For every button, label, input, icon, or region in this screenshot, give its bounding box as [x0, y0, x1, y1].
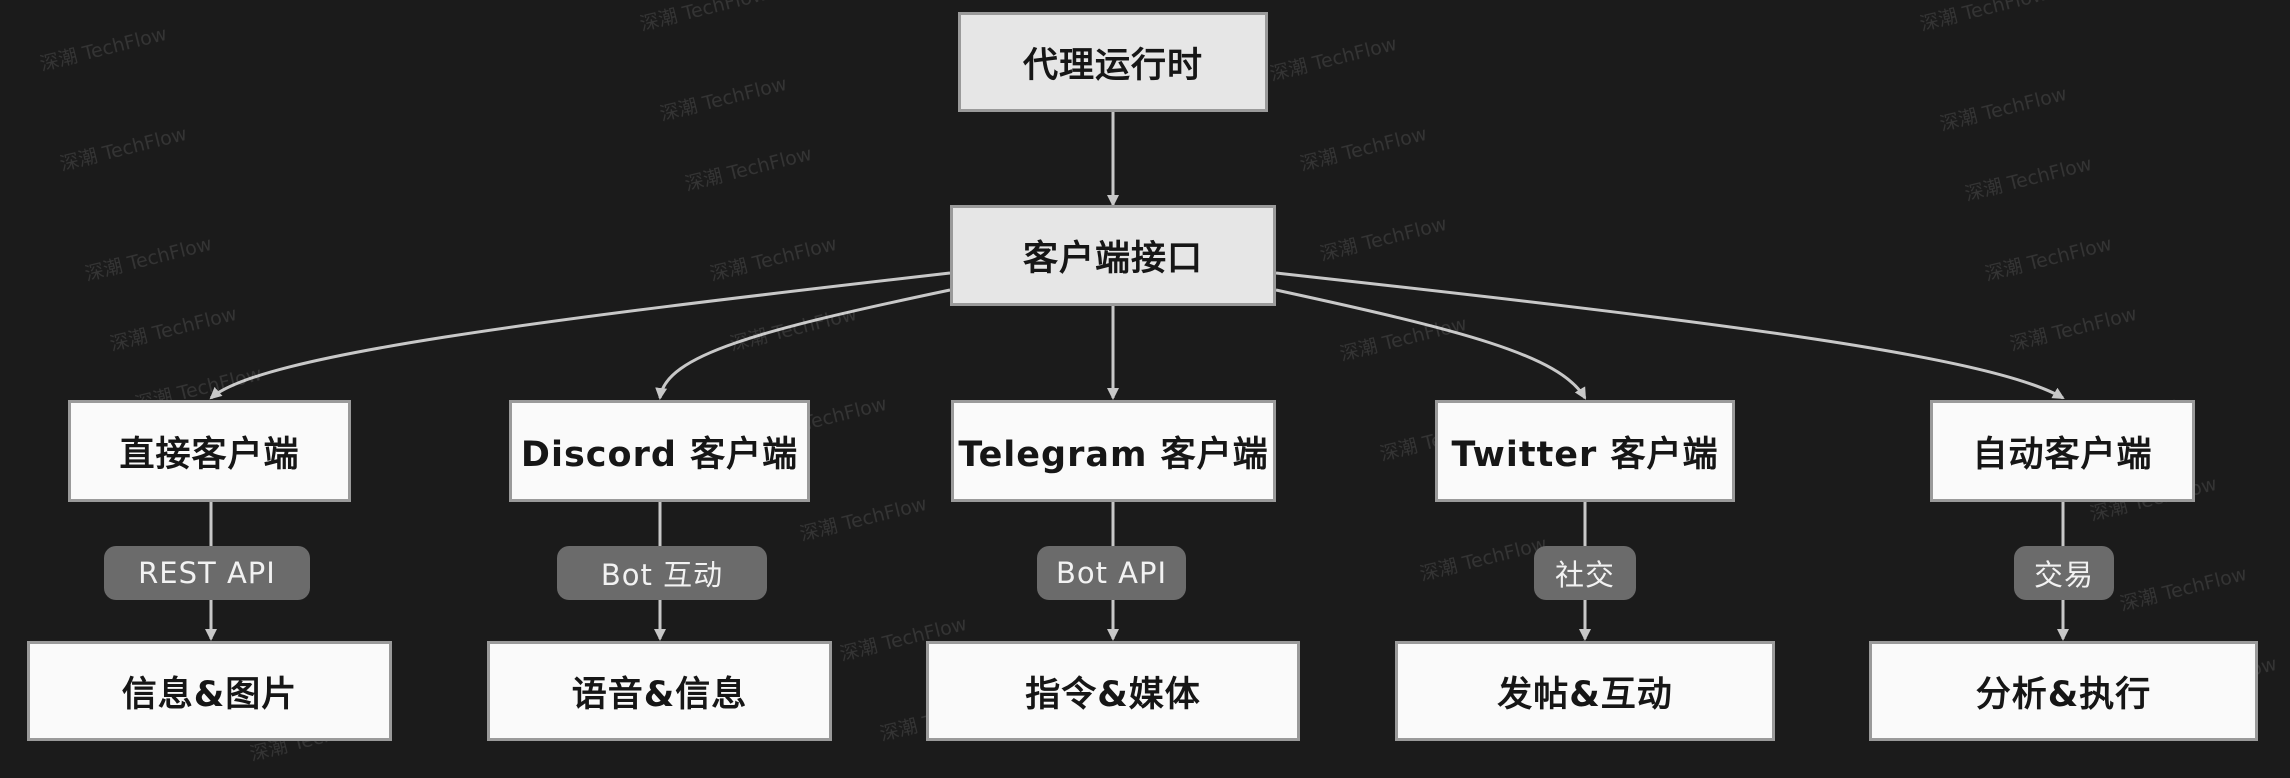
- edge-label-text: REST API: [138, 556, 276, 590]
- edge-label-social: 社交: [1534, 546, 1636, 600]
- node-label: Telegram 客户端: [958, 434, 1269, 475]
- node-label: 自动客户端: [1972, 434, 2153, 475]
- node-client-interface: 客户端接口: [950, 205, 1276, 306]
- edge-label-text: 社交: [1554, 558, 1615, 592]
- node-twitter-client: Twitter 客户端: [1435, 400, 1735, 502]
- edge-label-bot-interaction: Bot 互动: [557, 546, 767, 600]
- edge-label-bot-api: Bot API: [1037, 546, 1186, 600]
- node-label: Twitter 客户端: [1451, 434, 1719, 475]
- node-label: Discord 客户端: [520, 434, 799, 475]
- node-auto-client: 自动客户端: [1930, 400, 2195, 502]
- node-discord-client: Discord 客户端: [509, 400, 810, 502]
- node-label: 直接客户端: [119, 434, 300, 475]
- node-analysis-execution: 分析&执行: [1869, 641, 2258, 741]
- node-info-images: 信息&图片: [27, 641, 392, 741]
- node-label: 指令&媒体: [1025, 674, 1201, 715]
- node-label: 语音&信息: [571, 674, 748, 715]
- node-label: 发帖&互动: [1497, 674, 1673, 715]
- edge-label-rest-api: REST API: [104, 546, 310, 600]
- edge-hub-to-client-4: [1275, 288, 1587, 400]
- edge-label-text: Bot 互动: [600, 558, 724, 592]
- node-telegram-client: Telegram 客户端: [951, 400, 1276, 502]
- node-label: 分析&执行: [1975, 674, 2152, 715]
- edge-hub-to-client-2: [655, 288, 951, 400]
- edge-label-trading: 交易: [2014, 546, 2114, 600]
- edge-label-text: Bot API: [1055, 556, 1168, 590]
- node-label: 客户端接口: [1022, 239, 1203, 279]
- node-commands-media: 指令&媒体: [926, 641, 1300, 741]
- node-posting-interaction: 发帖&互动: [1395, 641, 1775, 741]
- node-label: 信息&图片: [121, 674, 298, 715]
- edge-label-text: 交易: [2033, 558, 2094, 592]
- node-label: 代理运行时: [1022, 45, 1203, 86]
- edge-hub-to-client-1: [209, 271, 951, 400]
- node-direct-client: 直接客户端: [68, 400, 351, 502]
- edge-hub-to-client-5: [1275, 271, 2065, 400]
- node-agent-runtime: 代理运行时: [958, 12, 1268, 112]
- node-voice-info: 语音&信息: [487, 641, 832, 741]
